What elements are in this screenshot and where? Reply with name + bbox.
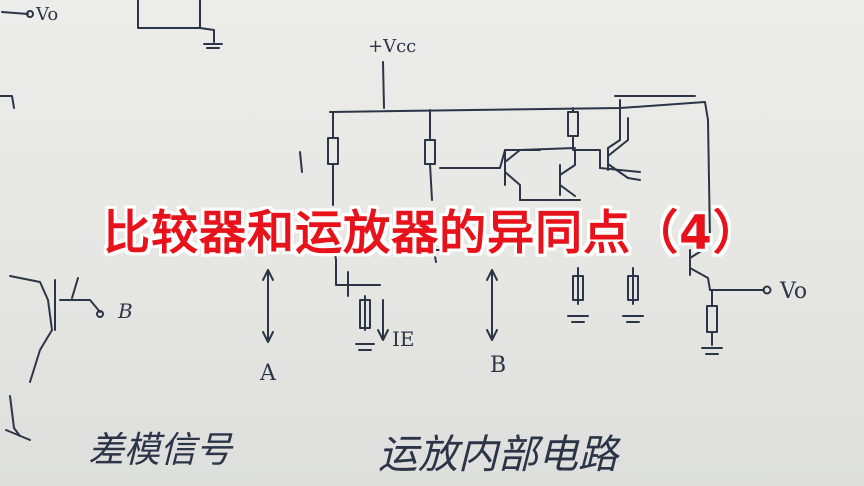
vcc-rail (329, 101, 709, 121)
supply-label: +Vcc (368, 36, 416, 57)
input-a-label: A (259, 361, 277, 386)
input-a: A (259, 269, 277, 386)
transistor-pair (504, 107, 601, 201)
left-caption: 差模信号 (88, 430, 234, 471)
output-stage: Vo (567, 99, 807, 355)
video-title: 比较器和运放器的异同点（4） (103, 206, 761, 261)
input-b: B (486, 269, 506, 378)
top-left-vo-label: Vo (35, 4, 58, 25)
left-b-label: B (117, 299, 133, 323)
left-branch: IE (299, 111, 415, 351)
top-left-fragment: Vo (0, 0, 223, 109)
bottom-caption: 运放内部电路 (378, 432, 621, 478)
left-fragment: B (5, 275, 133, 441)
input-b-label: B (490, 353, 506, 378)
output-vo-label: Vo (779, 279, 807, 304)
supply-node: +Vcc (368, 36, 416, 109)
ie-label: IE (392, 327, 415, 351)
